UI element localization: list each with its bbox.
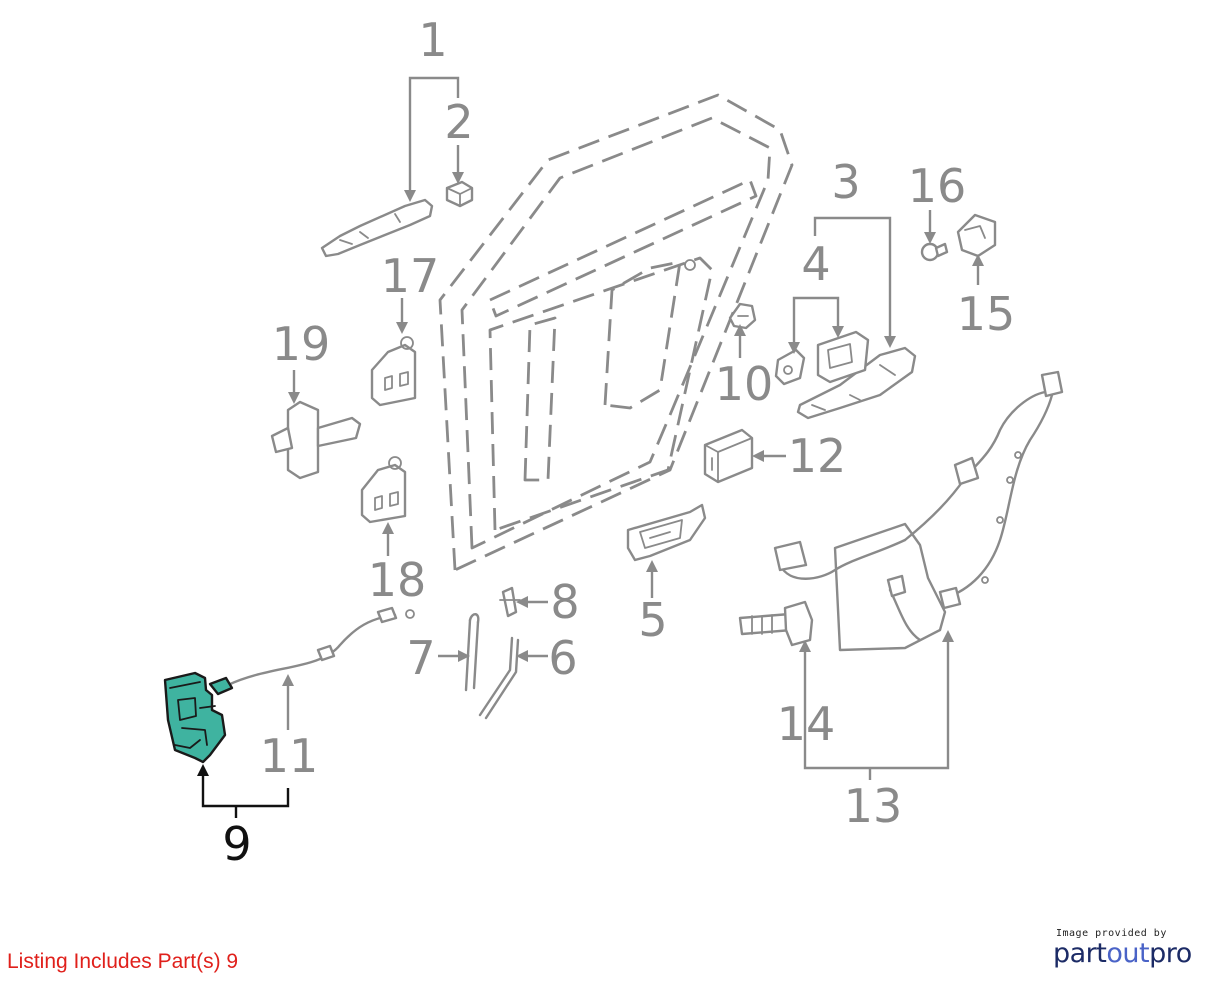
door-latch-part[interactable] [163,671,234,764]
upper-hinge-part[interactable] [370,336,417,407]
door-frame-outline [438,93,794,572]
callout-14[interactable]: 14 [777,697,836,751]
callout-5[interactable]: 5 [638,593,667,647]
callout-2[interactable]: 2 [444,95,473,149]
lock-switch-part[interactable] [703,428,754,484]
callout-12[interactable]: 12 [788,429,847,483]
callout-18[interactable]: 18 [368,553,427,607]
callout-16[interactable]: 16 [908,159,967,213]
rod-clip-part[interactable] [499,586,521,618]
handle-cap-part[interactable] [445,180,474,208]
release-rod-part[interactable] [478,636,520,720]
callout-13[interactable]: 13 [844,779,903,833]
striker-part[interactable] [956,213,997,258]
callout-3[interactable]: 3 [831,155,860,209]
callout-1[interactable]: 1 [418,13,447,67]
callout-15[interactable]: 15 [957,287,1016,341]
inside-handle-part[interactable] [774,330,870,386]
outside-handle-part[interactable] [320,198,434,258]
callout-4[interactable]: 4 [801,237,830,291]
listing-note: Listing Includes Part(s) 9 [7,950,239,973]
callout-6[interactable]: 6 [548,631,577,685]
wiring-harness-part[interactable] [773,370,1064,652]
logo-part: part [1053,938,1107,969]
actuator-part[interactable] [738,600,814,647]
inner-handle-assembly-part[interactable] [626,503,707,562]
callout-7[interactable]: 7 [406,631,435,685]
callout-9[interactable]: 9 [222,817,251,871]
callout-11[interactable]: 11 [260,729,319,783]
partoutpro-logo: partoutpro [1053,938,1192,969]
leader-lines [197,76,984,818]
callout-17[interactable]: 17 [381,249,440,303]
callout-10[interactable]: 10 [715,357,774,411]
callout-19[interactable]: 19 [272,317,331,371]
cable-part[interactable] [226,606,415,687]
door-check-part[interactable] [270,400,362,480]
lower-hinge-part[interactable] [360,456,407,524]
callout-labels: 1 2 3 4 5 6 7 8 9 10 11 12 13 14 15 16 1… [222,13,1015,871]
lock-rod-part[interactable] [464,613,480,692]
logo-out: out [1106,938,1150,969]
logo-pro: pro [1149,938,1192,969]
image-credit: Image provided by [1056,928,1167,939]
bolt-part[interactable] [920,242,949,262]
callout-8[interactable]: 8 [550,575,579,629]
clip-part[interactable] [728,302,757,330]
